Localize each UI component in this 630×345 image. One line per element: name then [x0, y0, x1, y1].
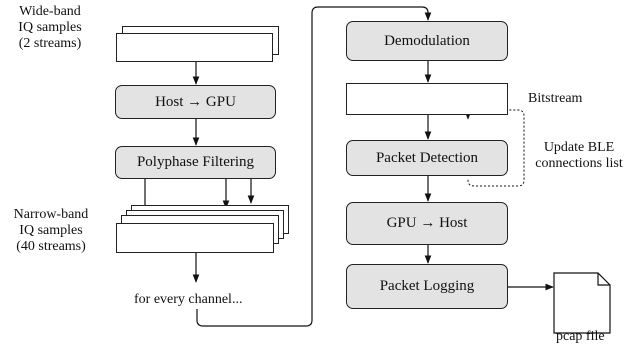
packet-detection-block: Packet Detection: [346, 140, 508, 176]
demodulation-label: Demodulation: [384, 32, 470, 49]
narrowband-buffer-1: [116, 223, 274, 253]
polyphase-filtering-block: Polyphase Filtering: [115, 146, 276, 179]
bitstream-label: Bitstream: [528, 91, 583, 106]
packet-detection-label: Packet Detection: [375, 149, 479, 166]
packet-logging-block: Packet Logging: [346, 264, 508, 309]
bitstream-buffer: [346, 83, 508, 115]
loop-connector: [196, 6, 432, 327]
host-to-gpu-label: Host → GPU: [155, 93, 236, 110]
pcap-file-label: pcap file: [556, 329, 605, 344]
gpu-to-host-block: GPU → Host: [346, 202, 508, 245]
narrowband-label: Narrow-band IQ samples (40 streams): [13, 207, 89, 255]
demodulation-block: Demodulation: [346, 21, 508, 61]
host-to-gpu-block: Host → GPU: [115, 85, 276, 119]
wideband-buffer-front: [116, 33, 273, 62]
update-connections-label: Update BLE connections list: [535, 140, 623, 172]
polyphase-filtering-label: Polyphase Filtering: [136, 154, 255, 170]
packet-logging-label: Packet Logging: [379, 278, 475, 294]
wideband-label: Wide-band IQ samples (2 streams): [18, 4, 82, 52]
gpu-to-host-label: GPU → Host: [386, 215, 468, 231]
loop-label: for every channel...: [134, 292, 243, 307]
pcap-file-icon: [553, 272, 611, 334]
